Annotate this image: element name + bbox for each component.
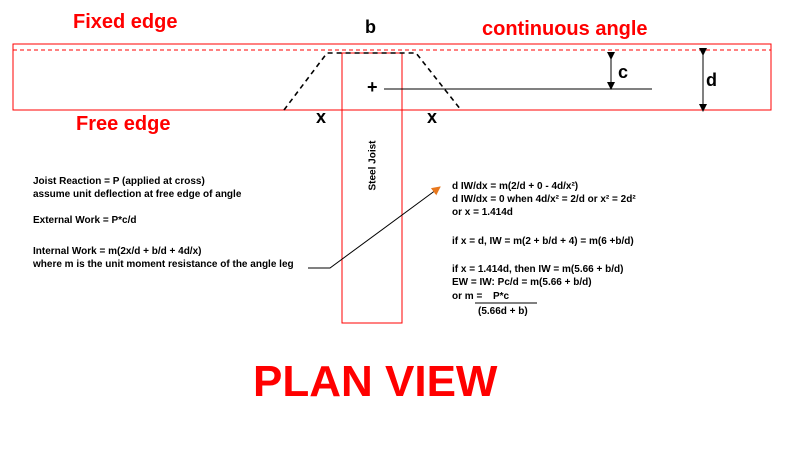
equation-m-denominator: (5.66d + b): [478, 306, 528, 317]
angle-outline: [12, 43, 772, 111]
note-internal-work: Internal Work = m(2x/d + b/d + 4d/x): [33, 246, 202, 257]
equation-derivative-zero: d IW/dx = 0 when 4d/x² = 2/d or x² = 2d²: [452, 194, 636, 205]
steel-joist-label: Steel Joist: [367, 140, 379, 191]
note-unit-deflection: assume unit deflection at free edge of a…: [33, 189, 242, 200]
note-moment-resistance: where m is the unit moment resistance of…: [33, 259, 294, 270]
note-joist-reaction: Joist Reaction = P (applied at cross): [33, 176, 205, 187]
load-point-plus: +: [367, 77, 378, 97]
dimension-d-label: d: [706, 70, 717, 90]
dimension-b-label: b: [365, 17, 376, 37]
fixed-edge-label: Fixed edge: [73, 11, 178, 33]
note-external-work: External Work = P*c/d: [33, 215, 137, 226]
equation-derivative: d IW/dx = m(2/d + 0 - 4d/x²): [452, 181, 579, 192]
dimension-x-left-label: x: [316, 107, 327, 127]
equation-x-equals-d: if x = d, IW = m(2 + b/d + 4) = m(6 +b/d…: [452, 236, 634, 247]
equation-ew-iw: EW = IW: Pc/d = m(5.66 + b/d): [452, 277, 592, 288]
dimension-x-right-label: x: [427, 107, 438, 127]
continuous-angle-label: continuous angle: [482, 18, 648, 40]
leader-arrow: [308, 186, 441, 269]
equation-x-result: or x = 1.414d: [452, 207, 513, 218]
steel-joist-outline: [341, 52, 403, 324]
equation-m-prefix: or m =: [452, 291, 483, 302]
equation-x-1414d: if x = 1.414d, then IW = m(5.66 + b/d): [452, 264, 624, 275]
equation-m-numerator: P*c: [493, 291, 510, 302]
dimension-c-label: c: [618, 62, 629, 82]
plan-view-title: PLAN VIEW: [253, 357, 498, 406]
free-edge-label: Free edge: [76, 113, 171, 135]
